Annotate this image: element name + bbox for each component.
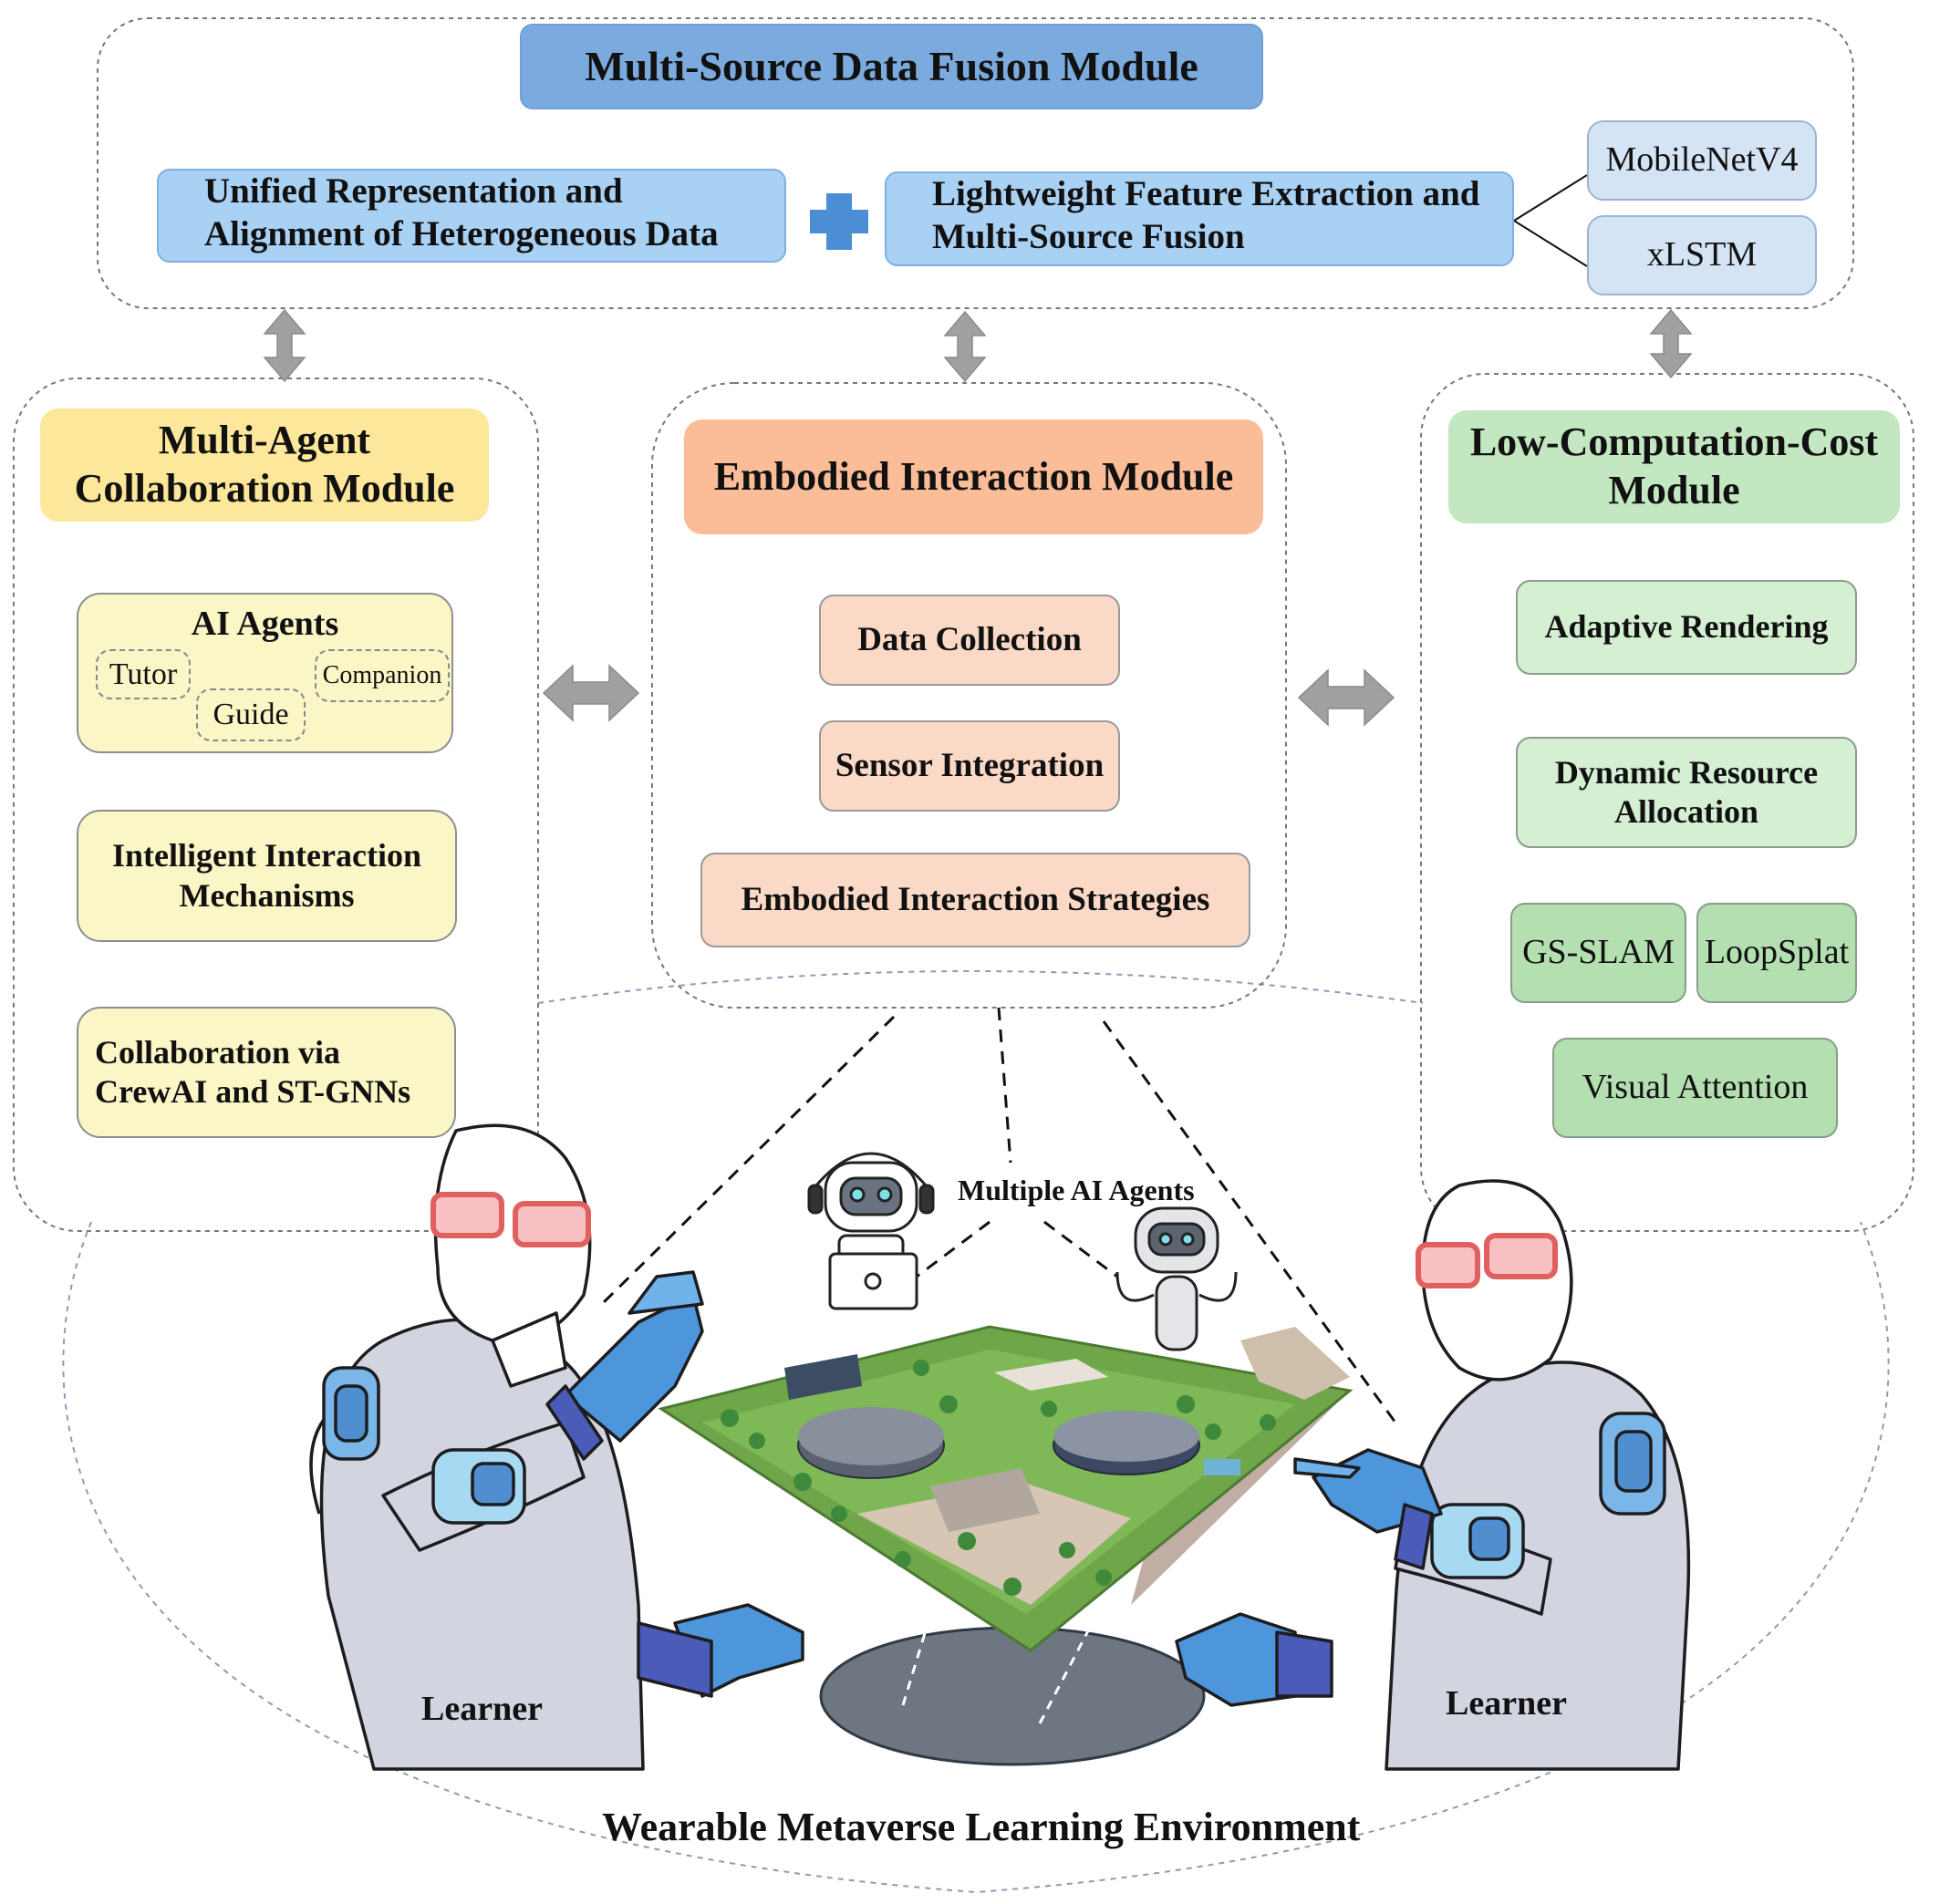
fusion-item1-line1: Unified Representation and <box>204 171 623 211</box>
embodied-container <box>651 382 1287 1009</box>
role-guide: Guide <box>196 688 306 741</box>
embodied-item-data-collection: Data Collection <box>819 595 1120 686</box>
role-tutor: Tutor <box>96 649 191 699</box>
arrow-fusion-agent <box>263 308 306 383</box>
multiple-ai-agents-label: Multiple AI Agents <box>958 1174 1195 1206</box>
headset-robot-icon <box>807 1152 935 1310</box>
fusion-title: Multi-Source Data Fusion Module <box>520 24 1263 109</box>
lowcost-title-line2: Module <box>1608 468 1740 512</box>
agent-title-line2: Collaboration Module <box>74 466 455 511</box>
agent-title-line1: Multi-Agent <box>158 418 371 463</box>
learner-right-figure <box>1175 1179 1691 1771</box>
fusion-branch-mobilenetv4: MobileNetV4 <box>1587 120 1817 201</box>
lowcost-item2-line2: Allocation <box>1614 793 1758 830</box>
lowcost-gs-slam: GS-SLAM <box>1510 903 1686 1003</box>
arrow-agent-embodied <box>542 664 640 722</box>
waving-robot-icon <box>1115 1206 1238 1351</box>
embodied-item-sensor-integration: Sensor Integration <box>819 720 1120 812</box>
lowcost-dynamic-resource: Dynamic Resource Allocation <box>1516 737 1857 848</box>
agent-item2-line2: Mechanisms <box>179 876 355 914</box>
agent-item2-line1: Intelligent Interaction <box>112 837 421 874</box>
embodied-item-strategies: Embodied Interaction Strategies <box>700 853 1250 947</box>
agent-module-title: Multi-Agent Collaboration Module <box>40 409 489 522</box>
learner-left-label: Learner <box>421 1690 543 1728</box>
metaverse-campus <box>658 1325 1354 1652</box>
collaboration-card: Collaboration via CrewAI and ST-GNNs <box>77 1007 456 1138</box>
fusion-item2-line1: Lightweight Feature Extraction and <box>932 174 1480 213</box>
agent-container <box>13 378 539 1232</box>
ai-agents-title: AI Agents <box>191 605 339 643</box>
role-companion: Companion <box>315 649 450 702</box>
learner-left-figure <box>309 1123 804 1771</box>
fusion-container <box>97 17 1854 309</box>
lowcost-adaptive-rendering: Adaptive Rendering <box>1516 580 1857 675</box>
learner-right-label: Learner <box>1446 1684 1567 1723</box>
fusion-item2-line2: Multi-Source Fusion <box>932 216 1245 256</box>
fusion-item1-line2: Alignment of Heterogeneous Data <box>204 213 719 254</box>
fusion-item-unified-representation: Unified Representation and Alignment of … <box>157 169 786 263</box>
plus-icon <box>810 193 868 250</box>
environment-label: Wearable Metaverse Learning Environment <box>602 1805 1361 1849</box>
lowcost-title-line1: Low-Computation-Cost <box>1469 419 1879 465</box>
embodied-module-title: Embodied Interaction Module <box>684 419 1263 534</box>
agent-item3-line1: Collaboration via <box>95 1033 341 1071</box>
arrow-fusion-embodied <box>943 310 987 383</box>
arrow-fusion-lowcost <box>1649 308 1693 379</box>
arrow-embodied-lowcost <box>1297 668 1395 727</box>
fusion-branch-xlstm: xLSTM <box>1587 215 1817 295</box>
lowcost-loopsplat: LoopSplat <box>1696 903 1857 1003</box>
environment-top-arc <box>537 970 1424 1004</box>
lowcost-visual-attention: Visual Attention <box>1552 1038 1838 1138</box>
agent-item3-line2: CrewAI and ST-GNNs <box>95 1073 411 1110</box>
lowcost-item2-line1: Dynamic Resource <box>1554 753 1819 791</box>
intelligent-interaction-card: Intelligent Interaction Mechanisms <box>77 810 457 942</box>
fusion-item-lightweight-feature: Lightweight Feature Extraction and Multi… <box>885 171 1514 266</box>
ai-agents-card: AI Agents <box>77 593 453 753</box>
lowcost-module-title: Low-Computation-Cost Module <box>1448 410 1900 523</box>
